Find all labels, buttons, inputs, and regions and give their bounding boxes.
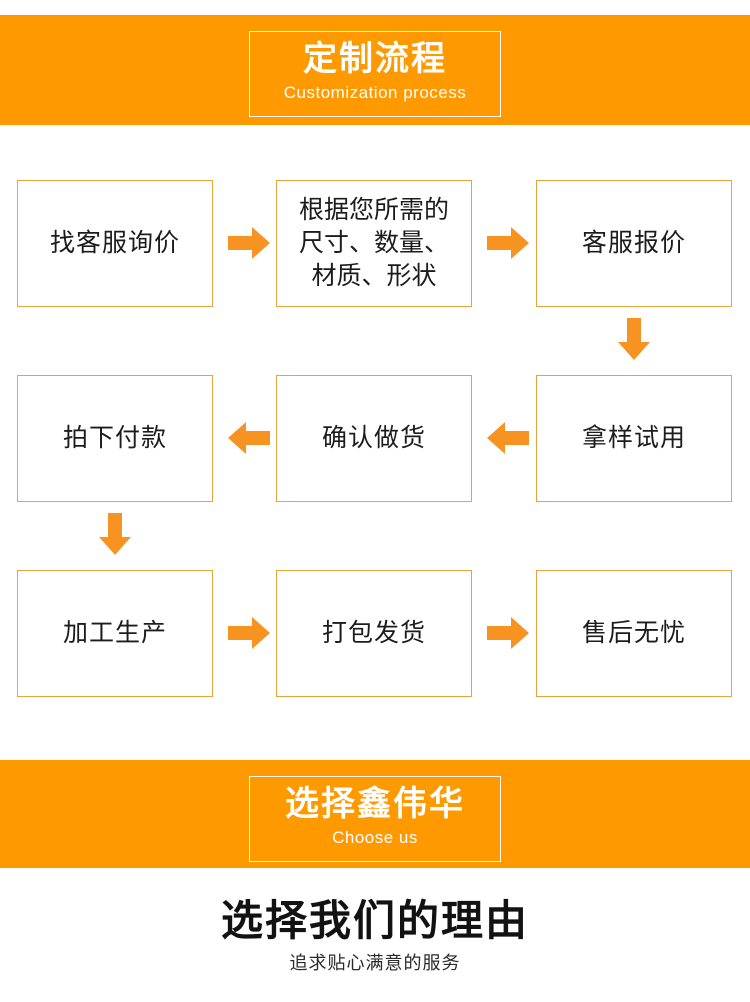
flow-step-service-quotation[interactable]: 客服报价: [536, 180, 732, 307]
arrow-right-icon: [487, 616, 529, 650]
arrow-right-icon: [228, 226, 270, 260]
flow-step-label: 加工生产: [62, 619, 167, 647]
flow-step-processing-production[interactable]: 加工生产: [17, 570, 213, 697]
reasons-heading: 选择我们的理由: [220, 897, 529, 944]
banner-title-box: 定制流程 Customization process: [249, 31, 501, 117]
flow-step-label: 找客服询价: [49, 229, 180, 257]
flow-step-specify-requirements[interactable]: 根据您所需的尺寸、数量、材质、形状: [276, 180, 472, 307]
arrow-down-icon: [617, 318, 651, 360]
flow-step-label: 拿样试用: [581, 424, 686, 452]
customization-process-banner: 定制流程 Customization process: [0, 15, 750, 125]
arrow-down-icon: [98, 513, 132, 555]
banner-subtitle-en: Choose us: [332, 828, 418, 848]
flow-step-find-service-quote[interactable]: 找客服询价: [17, 180, 213, 307]
arrow-right-icon: [487, 226, 529, 260]
flow-step-sample-trial[interactable]: 拿样试用: [536, 375, 732, 502]
flow-step-label: 确认做货: [321, 424, 426, 452]
arrow-left-icon: [487, 421, 529, 455]
banner-title-box: 选择鑫伟华 Choose us: [249, 776, 501, 862]
banner-subtitle-en: Customization process: [283, 83, 467, 103]
flow-step-label: 打包发货: [321, 619, 426, 647]
flow-step-label: 客服报价: [581, 229, 686, 257]
flow-step-label: 售后无忧: [581, 619, 686, 647]
flow-step-after-sales-support[interactable]: 售后无忧: [536, 570, 732, 697]
flow-step-confirm-production[interactable]: 确认做货: [276, 375, 472, 502]
flow-step-place-order-payment[interactable]: 拍下付款: [17, 375, 213, 502]
arrow-right-icon: [228, 616, 270, 650]
arrow-left-icon: [228, 421, 270, 455]
flow-step-label: 拍下付款: [62, 424, 167, 452]
reasons-subheading: 追求贴心满意的服务: [289, 953, 461, 973]
flow-step-packing-shipping[interactable]: 打包发货: [276, 570, 472, 697]
choose-us-banner: 选择鑫伟华 Choose us: [0, 760, 750, 868]
banner-title-cn: 选择鑫伟华: [285, 785, 465, 823]
flow-step-label: 根据您所需的尺寸、数量、材质、形状: [298, 195, 449, 291]
banner-title-cn: 定制流程: [303, 40, 447, 78]
